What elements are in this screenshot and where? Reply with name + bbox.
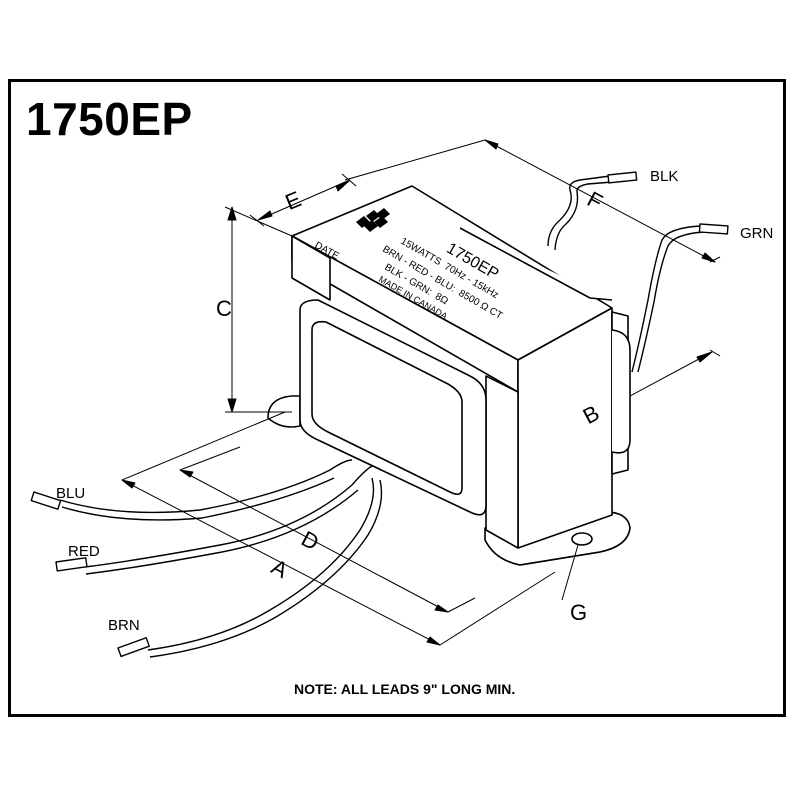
leads-note: NOTE: ALL LEADS 9" LONG MIN. [294,681,516,697]
dimension-label-c: C [216,296,232,321]
lead-label-red: RED [68,543,100,560]
transformer-coil [299,227,631,516]
model-title: 1750EP [26,93,193,145]
lead-label-grn: GRN [740,225,774,242]
lead-label-brn: BRN [108,617,140,634]
drawing-frame [8,79,786,717]
lead-label-blk: BLK [650,168,679,185]
wire-leads [30,171,729,658]
lead-label-blu: BLU [56,485,86,502]
transformer-frame [291,185,629,549]
dimension-label-g: G [570,600,588,625]
logo-mark [356,208,390,232]
